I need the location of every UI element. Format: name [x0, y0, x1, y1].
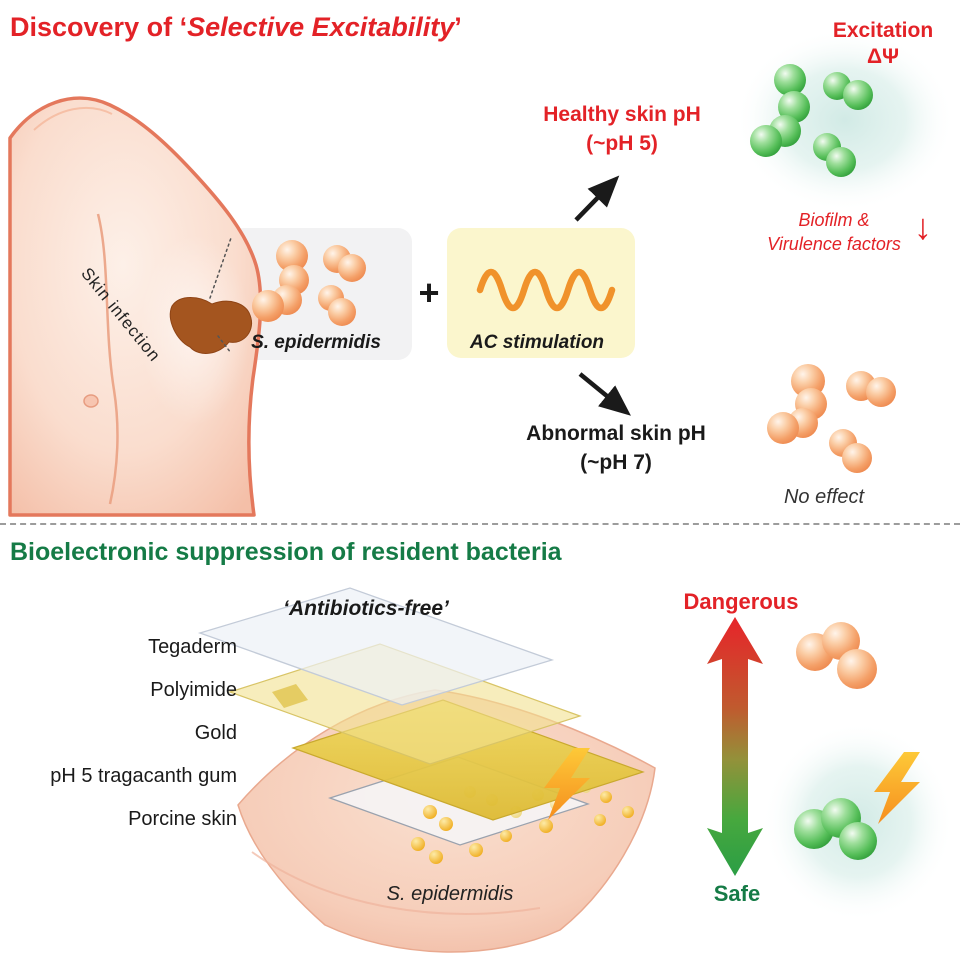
healthy-skin-label: Healthy skin pH (~pH 5)	[543, 100, 701, 159]
excitation-line2: ΔΨ	[866, 45, 900, 69]
biofilm-line1: Biofilm &	[798, 210, 870, 230]
abnormal-skin-label: Abnormal skin pH (~pH 7)	[526, 419, 706, 478]
bacteria-cluster-sample	[252, 240, 366, 326]
layer-label-tegaderm: Tegaderm	[148, 636, 237, 658]
bolt-icon-device	[544, 748, 590, 820]
arrow-to-abnormal	[578, 372, 631, 416]
section2-title: Bioelectronic suppression of resident ba…	[10, 538, 562, 566]
excitation-line1: Excitation	[832, 19, 934, 42]
layer-label-porcine-skin: Porcine skin	[128, 808, 237, 830]
bacteria-cluster-no-effect	[767, 364, 896, 473]
ac-stimulation-box	[447, 228, 635, 358]
bacteria-trio-safe	[794, 798, 877, 860]
section1-title-suffix: ’	[454, 12, 462, 42]
risk-gradient-arrow	[707, 617, 763, 876]
layer-tegaderm	[197, 587, 555, 706]
sample-bacteria-label: S. epidermidis	[251, 332, 381, 353]
biofilm-virulence-label: Biofilm & Virulence factors	[767, 208, 901, 257]
nipple	[83, 394, 99, 408]
abnormal-line2: (~pH 7)	[580, 451, 652, 475]
section1-title-emphasis: Selective Excitability	[187, 12, 455, 42]
arrow-to-healthy	[574, 175, 620, 222]
arm-illustration	[8, 96, 263, 517]
callout-lines	[209, 237, 232, 354]
abnormal-line1: Abnormal skin pH	[526, 422, 706, 445]
section-divider	[0, 523, 960, 525]
layer-label-polyimide: Polyimide	[150, 679, 237, 701]
polyimide-tab	[272, 684, 308, 708]
healthy-line1: Healthy skin pH	[543, 103, 701, 126]
bolt-icon-safe	[874, 752, 920, 824]
bacteria-cluster-excited	[750, 64, 873, 177]
device-bacteria-label: S. epidermidis	[386, 883, 514, 905]
no-effect-label: No effect	[783, 486, 865, 508]
section1-title-prefix: Discovery of ‘	[10, 12, 188, 42]
healthy-line2: (~pH 5)	[586, 132, 658, 156]
layer-label-tragacanth: pH 5 tragacanth gum	[50, 765, 237, 787]
bacteria-trio-dangerous	[796, 622, 877, 689]
ac-stimulation-label: AC stimulation	[469, 332, 605, 353]
dangerous-label: Dangerous	[683, 589, 799, 614]
safe-label: Safe	[713, 881, 761, 906]
infection-patch	[169, 297, 252, 354]
section1-title: Discovery of ‘Selective Excitability’	[10, 12, 462, 43]
ac-waveform-icon	[476, 268, 616, 312]
device-stack	[197, 587, 656, 953]
biofilm-line2: Virulence factors	[767, 234, 901, 255]
antibiotics-free-caption: ‘Antibiotics-free’	[283, 597, 449, 620]
plus-sign: +	[418, 272, 440, 313]
excitation-label: Excitation ΔΨ	[833, 18, 933, 71]
layer-label-gold: Gold	[194, 722, 237, 744]
decrease-arrow-icon: ↓	[914, 206, 932, 247]
